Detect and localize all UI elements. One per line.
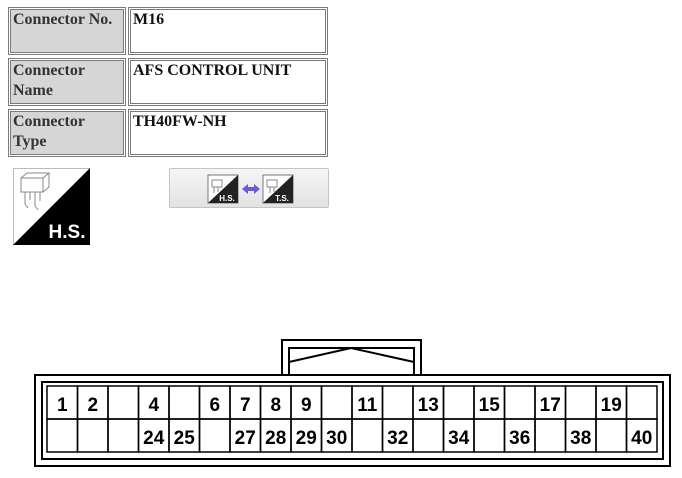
pin-cavity [534,418,567,453]
terminal-side-icon: T.S. [262,174,294,204]
pin-cavity [564,385,597,420]
connector-name-value: AFS CONTROL UNIT [128,58,328,106]
hs-label: H.S. [49,222,86,243]
pin-cavity [381,385,414,420]
harness-side-icon: H.S. [207,174,239,204]
pin-number: 19 [601,395,622,416]
pin-cavity [503,385,536,420]
pin-cavity [76,418,109,453]
pin-number: 24 [143,428,165,449]
pin-cavity [473,418,506,453]
pin-cavity [412,418,445,453]
pin-number: 28 [265,428,286,449]
pin-cavity [168,385,201,420]
pin-number: 38 [570,428,591,449]
pin-cavity [198,418,231,453]
connector-name-label: Connector Name [8,58,126,106]
pin-number: 11 [357,395,378,416]
pin-cavity [107,385,140,420]
pin-cavity [442,385,475,420]
pin-number: 4 [148,395,159,416]
pin-number: 13 [418,395,439,416]
pin-number: 40 [631,428,652,449]
pin-cavity [107,418,140,453]
pin-number: 6 [209,395,220,416]
harness-side-badge: H.S. [13,168,90,245]
connector-type-value: TH40FW-NH [128,109,328,157]
pin-number: 34 [448,428,470,449]
pin-number: 9 [301,395,312,416]
pin-number: 25 [174,428,196,449]
pin-number: 1 [57,395,68,416]
pin-number: 17 [540,395,561,416]
pin-cavity [625,418,658,453]
pin-number: 32 [387,428,408,449]
pin-number: 15 [479,395,501,416]
swap-arrows-icon [242,184,260,194]
pin-number: 30 [326,428,347,449]
pin-number: 29 [296,428,317,449]
pin-cavity [46,418,79,453]
connector-outline [34,339,671,467]
connector-no-row: Connector No. M16 [8,7,328,55]
connector-name-row: Connector Name AFS CONTROL UNIT [8,58,328,106]
connector-type-label: Connector Type [8,109,126,157]
connector-icon [20,172,51,211]
pin-cavity [625,385,658,420]
pin-number: 2 [87,395,98,416]
pin-number: 8 [270,395,281,416]
pin-number: 27 [235,428,256,449]
connector-no-label: Connector No. [8,7,126,55]
connector-type-row: Connector Type TH40FW-NH [8,109,328,157]
pin-cavity [320,385,353,420]
view-toggle-button[interactable]: H.S. T.S. [169,168,329,208]
pin-cavity [351,418,384,453]
connector-no-value: M16 [128,7,328,55]
ts-mini-label: T.S. [275,194,289,203]
pin-number: 36 [509,428,530,449]
pin-cavity [595,418,628,453]
hs-mini-label: H.S. [219,194,235,203]
pin-number: 7 [240,395,251,416]
